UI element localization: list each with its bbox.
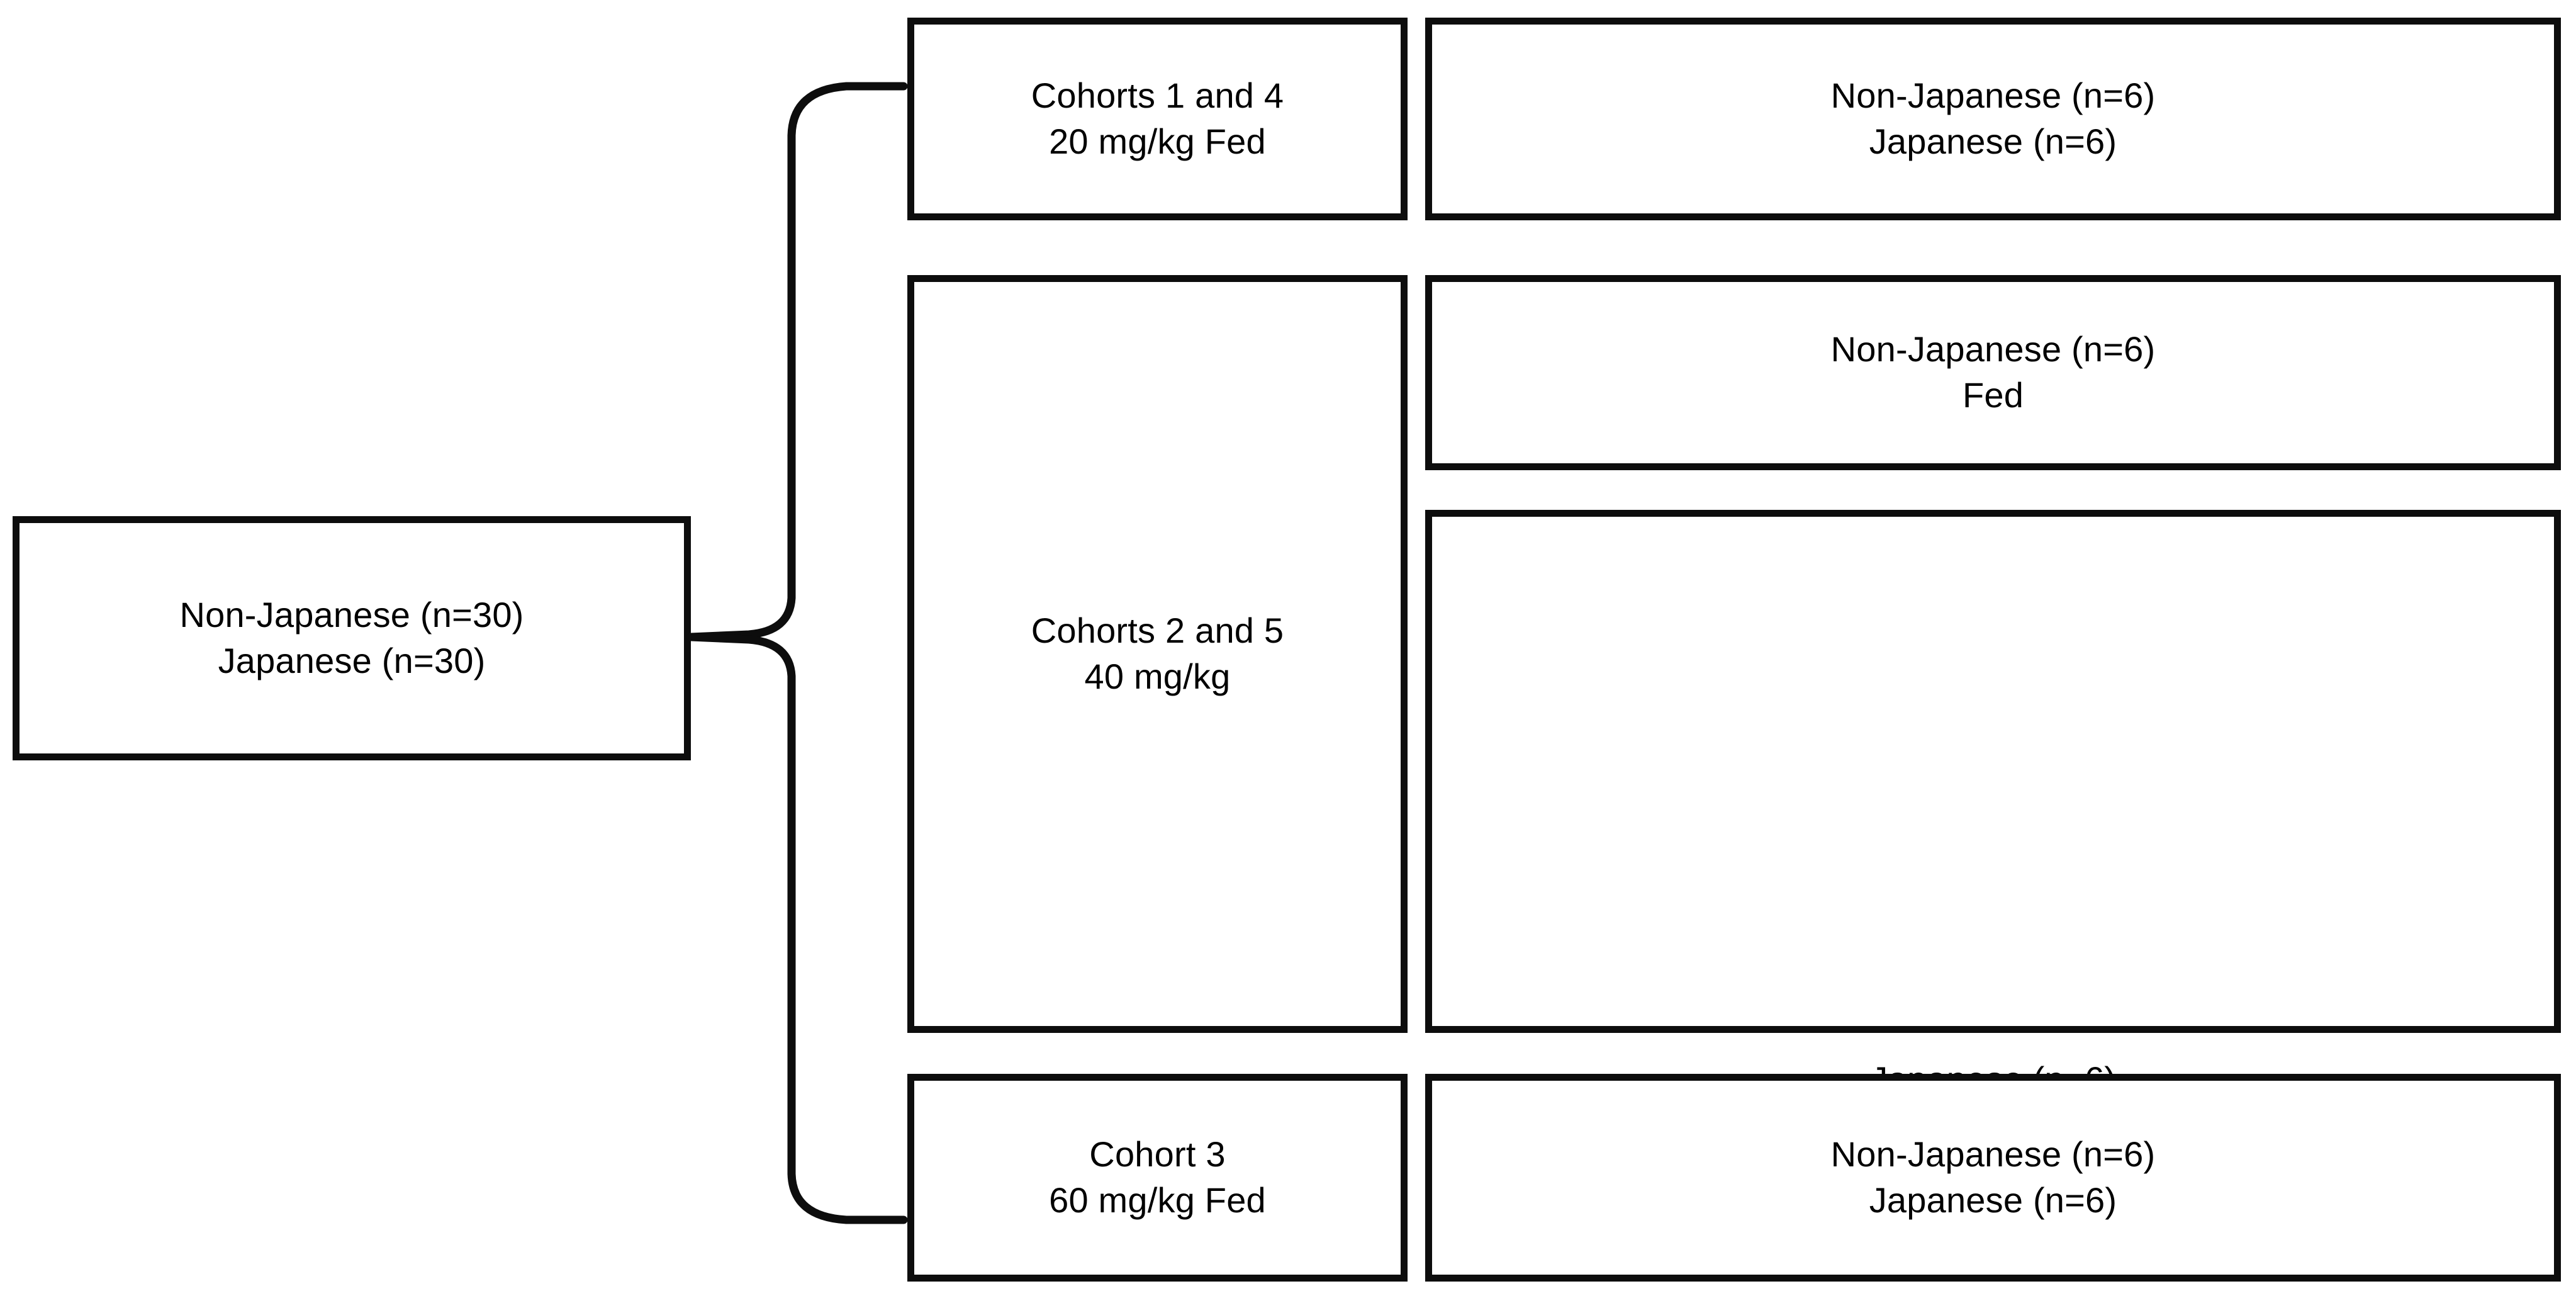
arm-box-cohorts-2-and-5-non-japanese: Non-Japanese (n=6) Fed	[1425, 275, 2561, 470]
arm-box-cohorts-1-and-4: Non-Japanese (n=6) Japanese (n=6)	[1425, 18, 2561, 220]
arm-box-cohort-3: Non-Japanese (n=6) Japanese (n=6)	[1425, 1074, 2561, 1282]
source-population-label: Non-Japanese (n=30) Japanese (n=30)	[179, 595, 524, 680]
arm-box-cohorts-2-and-5-japanese: Japanese (n=6) Period 1 Fasted (n=3) Per…	[1425, 510, 2561, 1099]
cohort-3-label: Cohort 3 60 mg/kg Fed	[1049, 1134, 1266, 1220]
source-population-box: Non-Japanese (n=30) Japanese (n=30)	[13, 516, 691, 760]
arm-3-label: Non-Japanese (n=6) Japanese (n=6)	[1830, 1134, 2156, 1220]
cohort-box-cohorts-2-and-5: Cohorts 2 and 5 40 mg/kg	[907, 275, 1408, 1033]
arm-2-5-non-japanese-label: Non-Japanese (n=6) Fed	[1830, 329, 2156, 415]
cohort-2-5-label: Cohorts 2 and 5 40 mg/kg	[1031, 611, 1284, 696]
cohort-box-cohort-3: Cohort 3 60 mg/kg Fed	[907, 1074, 1408, 1282]
cohort-1-4-label: Cohorts 1 and 4 20 mg/kg Fed	[1031, 76, 1284, 161]
arm-1-4-label: Non-Japanese (n=6) Japanese (n=6)	[1830, 76, 2156, 161]
cohort-box-cohorts-1-and-4: Cohorts 1 and 4 20 mg/kg Fed	[907, 18, 1408, 220]
